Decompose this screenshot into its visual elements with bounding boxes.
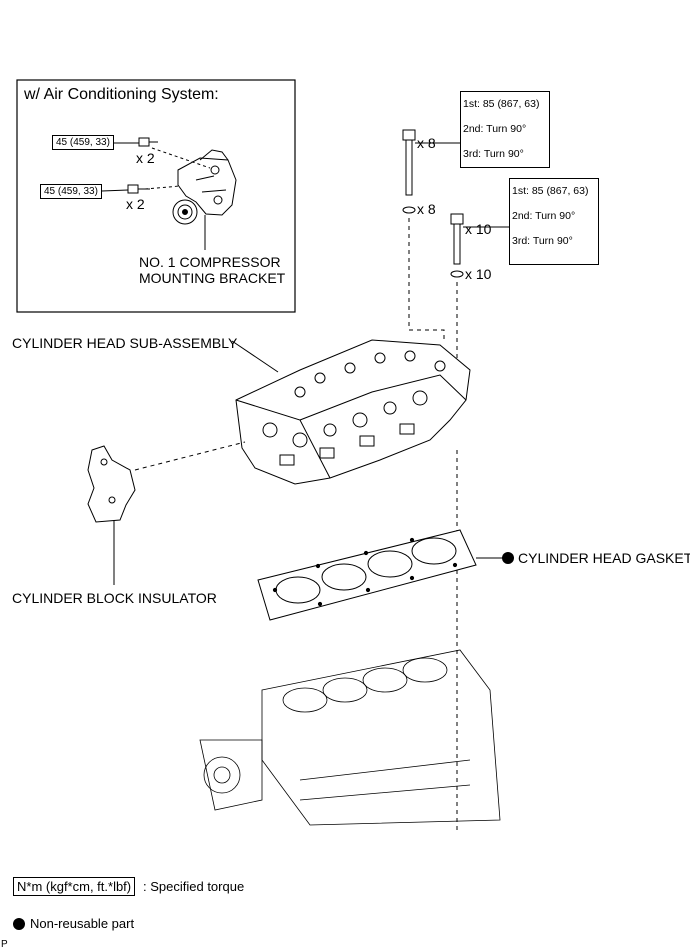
ac-panel-frame [16,79,296,313]
head-bolt-short [450,213,464,265]
insulator-drawing [87,445,136,523]
bolt-axes [408,218,458,830]
head-leader [231,340,279,373]
label-cylinder-block-insulator: CYLINDER BLOCK INSULATOR [12,590,217,606]
washer-1 [402,206,416,214]
bolt2-step2: 2nd: Turn 90° [512,210,576,222]
bolt2-step3: 3rd: Turn 90° [512,235,573,247]
bolt1-step1: 1st: 85 (867, 63) [463,98,540,110]
bolt1-qty: x 8 [417,135,436,151]
legend-torque-unit-box: N*m (kgf*cm, ft.*lbf) [13,877,136,896]
washer1-qty: x 8 [417,201,436,217]
label-cylinder-head: CYLINDER HEAD SUB-ASSEMBLY [12,335,238,351]
bolt2-qty: x 10 [465,221,492,237]
head-gasket-drawing [257,529,477,621]
ac-qty-1: x 2 [136,150,155,166]
ac-qty-2: x 2 [126,196,145,212]
legend-nonreusable-dot [13,918,25,930]
bolt-spec-box-2: 1st: 85 (867, 63) 2nd: Turn 90° 3rd: Tur… [509,178,599,265]
corner-mark: P [1,939,8,950]
cylinder-head-drawing [235,339,471,485]
label-cylinder-head-gasket: CYLINDER HEAD GASKET [518,550,690,566]
compressor-bracket-drawing [172,149,237,225]
bracket-label-line1: NO. 1 COMPRESSOR [139,254,281,270]
bracket-label-line2: MOUNTING BRACKET [139,270,286,286]
washer2-qty: x 10 [465,266,492,282]
bolt-spec-box-1: 1st: 85 (867, 63) 2nd: Turn 90° 3rd: Tur… [460,91,550,168]
legend-nonreusable-desc: Non-reusable part [30,916,135,931]
ac-panel-title: w/ Air Conditioning System: [24,86,219,103]
engine-block-drawing [199,649,501,826]
ac-bolt-guides [144,147,211,190]
bolt1-step3: 3rd: Turn 90° [463,148,524,160]
ac-torque-box-1: 45 (459, 33) [52,135,114,150]
bolt1-step2: 2nd: Turn 90° [463,123,527,135]
head-bolt-long [402,129,416,196]
ac-torque-box-2: 45 (459, 33) [40,184,102,199]
nonreusable-mark-gasket [502,552,514,564]
washer-2 [450,270,464,278]
legend-torque-desc: : Specified torque [143,879,245,894]
bolt2-step1: 1st: 85 (867, 63) [512,185,589,197]
ac-bolt-1 [138,137,158,147]
